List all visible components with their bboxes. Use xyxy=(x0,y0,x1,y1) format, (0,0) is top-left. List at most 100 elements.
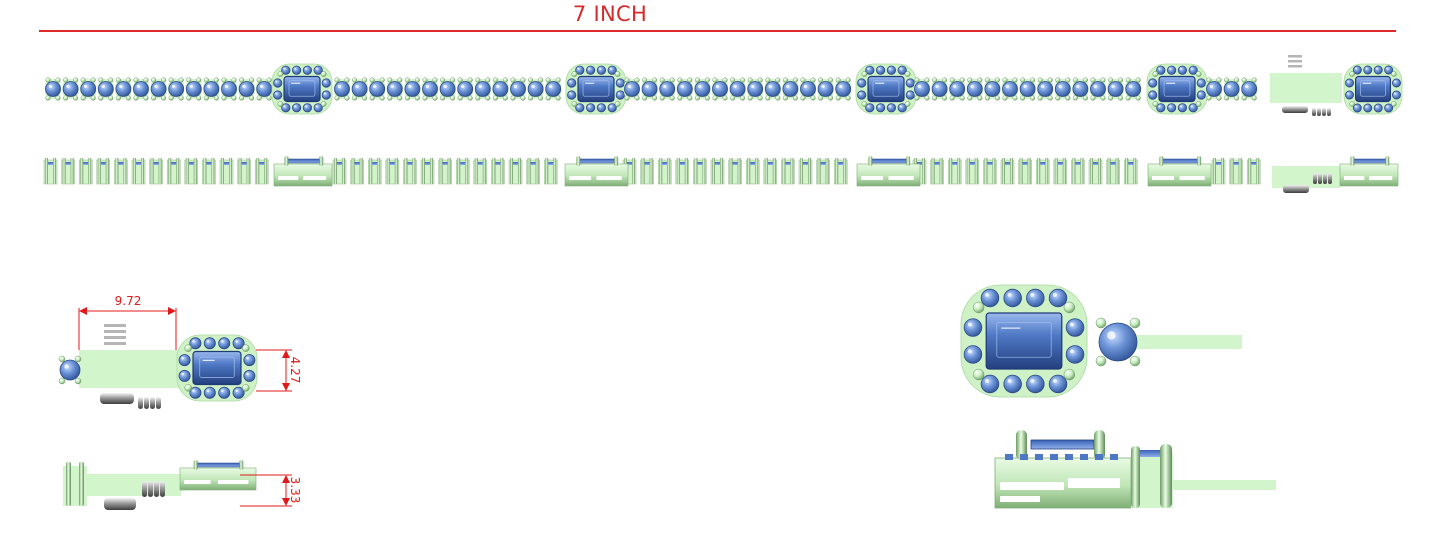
chain-link-side xyxy=(693,158,707,185)
chain-link-side xyxy=(1071,158,1085,185)
clasp-length-dimension: 9.72 xyxy=(78,294,177,350)
clasp-side xyxy=(1272,166,1340,193)
halo-link-side xyxy=(273,156,333,187)
chain-link xyxy=(221,77,237,101)
chain-link-side xyxy=(965,158,980,185)
chain-link xyxy=(510,77,526,101)
chain-link xyxy=(1072,77,1089,101)
chain-link-side xyxy=(332,158,347,185)
chain-link-side xyxy=(350,158,364,185)
clasp-halo-side xyxy=(179,460,257,491)
clasp-height-dimension: 4.27 xyxy=(256,349,302,392)
chain-link-side xyxy=(420,158,435,185)
chain-link-side xyxy=(833,158,848,185)
chain-link xyxy=(1090,77,1106,101)
chain-link xyxy=(238,77,255,101)
chain-link-side xyxy=(202,158,216,185)
chain-link xyxy=(185,77,202,101)
halo-link-side xyxy=(856,156,921,187)
chain-link-side xyxy=(455,158,470,185)
chain-link xyxy=(1037,77,1054,101)
halo-large-side xyxy=(994,430,1132,509)
halo-link xyxy=(271,63,333,115)
clasp-side-detail xyxy=(63,460,257,510)
chain-link-side xyxy=(983,158,997,185)
chain-link xyxy=(729,77,746,101)
halo-link-side-end xyxy=(1339,156,1399,187)
chain-link xyxy=(203,77,220,101)
chain-link xyxy=(1206,77,1222,101)
bracelet-link-side xyxy=(1131,444,1276,508)
chain-link-side xyxy=(1211,158,1226,185)
chain-link-side xyxy=(254,158,269,185)
chain-link-side xyxy=(1000,158,1015,185)
chain-link xyxy=(474,77,491,101)
chain-link-side xyxy=(930,158,944,185)
chain-link xyxy=(334,77,350,101)
chain-link xyxy=(1107,77,1124,101)
clasp-top-detail xyxy=(58,324,258,409)
chain-link xyxy=(764,77,781,101)
chain-link-side xyxy=(1229,158,1243,185)
chain-link-side xyxy=(184,158,199,185)
chain-link xyxy=(545,77,562,101)
chain-link xyxy=(115,77,132,101)
chain-link xyxy=(386,77,403,101)
chain-link-side xyxy=(1088,158,1103,185)
chain-link-side xyxy=(728,158,742,185)
chain-link xyxy=(641,77,658,101)
chain-link xyxy=(1125,77,1142,101)
chain-link xyxy=(404,77,421,101)
chain-link xyxy=(369,77,386,101)
chain-link-side xyxy=(473,158,488,185)
halo-link xyxy=(855,63,917,115)
chain-link-side xyxy=(798,158,813,185)
chain-link xyxy=(150,77,167,101)
chain-link xyxy=(949,77,966,101)
chain-link xyxy=(782,77,799,101)
chain-link xyxy=(800,77,816,101)
chain-link xyxy=(817,77,834,101)
chain-link-side xyxy=(149,158,163,185)
chain-link-side xyxy=(1053,158,1068,185)
chain-link xyxy=(712,77,728,101)
chain-link-side xyxy=(1035,158,1050,185)
chain-link-side xyxy=(1246,158,1261,185)
chain-link xyxy=(747,77,764,101)
chain-link xyxy=(1241,77,1258,101)
halo-link-end xyxy=(1343,63,1403,115)
chain-link-side xyxy=(166,158,181,185)
chain-link xyxy=(45,77,61,101)
chain-link xyxy=(914,77,930,101)
chain-link xyxy=(256,77,273,101)
chain-link-side xyxy=(219,158,234,185)
clasp-height-label: 4.27 xyxy=(288,357,302,384)
chain-link-side xyxy=(385,158,400,185)
chain-link-side xyxy=(781,158,795,185)
chain-link-side xyxy=(61,158,75,185)
chain-link-side xyxy=(763,158,778,185)
chain-link xyxy=(133,77,149,101)
chain-link xyxy=(457,77,474,101)
chain-link xyxy=(492,77,509,101)
chain-link xyxy=(835,77,852,101)
chain-link xyxy=(168,77,185,101)
bracelet-side-view xyxy=(43,156,1399,193)
chain-link-side xyxy=(403,158,417,185)
chain-link xyxy=(676,77,693,101)
chain-link xyxy=(694,77,711,101)
halo-link-side-detail xyxy=(994,430,1276,509)
chain-link-side xyxy=(657,158,672,185)
chain-link-side xyxy=(491,158,505,185)
side-height-label: 3.33 xyxy=(288,477,302,504)
chain-link xyxy=(984,77,1001,101)
chain-link xyxy=(931,77,948,101)
clasp-length-label: 9.72 xyxy=(115,294,142,308)
chain-link-side xyxy=(745,158,760,185)
chain-link-side xyxy=(131,158,146,185)
chain-link xyxy=(439,77,456,101)
chain-link xyxy=(966,77,983,101)
bracelet-top-view xyxy=(45,55,1403,116)
chain-link-side xyxy=(710,158,725,185)
